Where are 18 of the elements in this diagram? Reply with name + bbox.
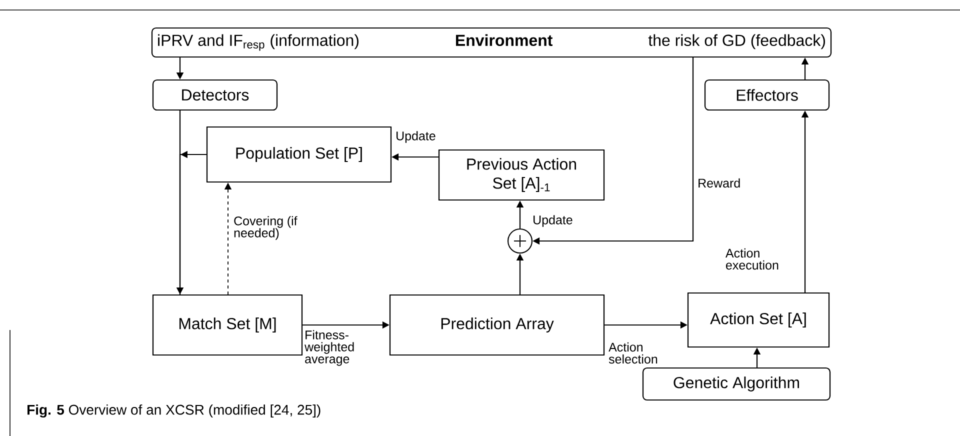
figure-caption: Fig. 5 Overview of an XCSR (modified [24, 25]) xyxy=(28,404,320,418)
process-box: Genetic Algorithm xyxy=(642,367,831,401)
effectors-box: Effectors xyxy=(704,79,830,111)
process-box: Match Set [M] xyxy=(152,294,303,356)
edge-label: Update xyxy=(534,215,572,227)
edge-label: Action execution xyxy=(726,248,778,270)
detectors-box: Detectors xyxy=(152,79,278,111)
edge-label: Fitness-weighted average xyxy=(304,330,354,366)
process-box: Population Set [P] xyxy=(206,126,392,183)
edge-label: Update xyxy=(396,131,436,143)
edge-label: Action selection xyxy=(608,342,658,364)
edge-label: Reward xyxy=(698,178,740,188)
edge-label: Covering (if needed) xyxy=(234,216,298,240)
process-box: Action Set [A] xyxy=(687,292,830,348)
environment-box: iPRV and IF$_{resp}$ (information) Environment the risk of GD (feedback) xyxy=(151,27,832,58)
process-box: Prediction Array xyxy=(389,294,605,356)
process-box: Previous Action Set [A]$_{-1}$ xyxy=(438,149,605,201)
summation-circle xyxy=(507,228,533,254)
